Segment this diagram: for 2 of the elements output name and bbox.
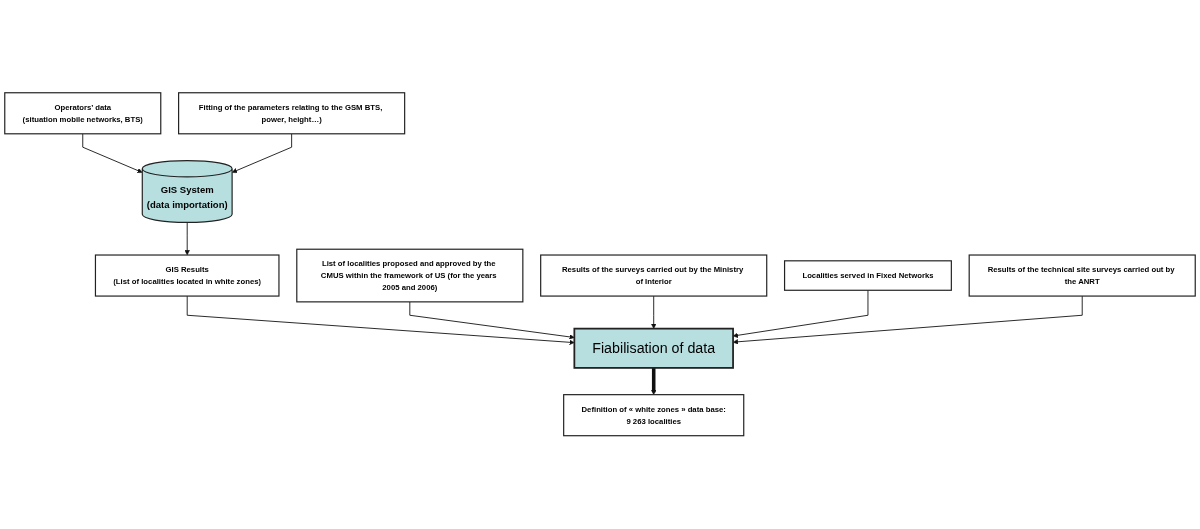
arrow bbox=[651, 368, 657, 396]
node-box: Fiabilisation of data bbox=[573, 328, 734, 370]
